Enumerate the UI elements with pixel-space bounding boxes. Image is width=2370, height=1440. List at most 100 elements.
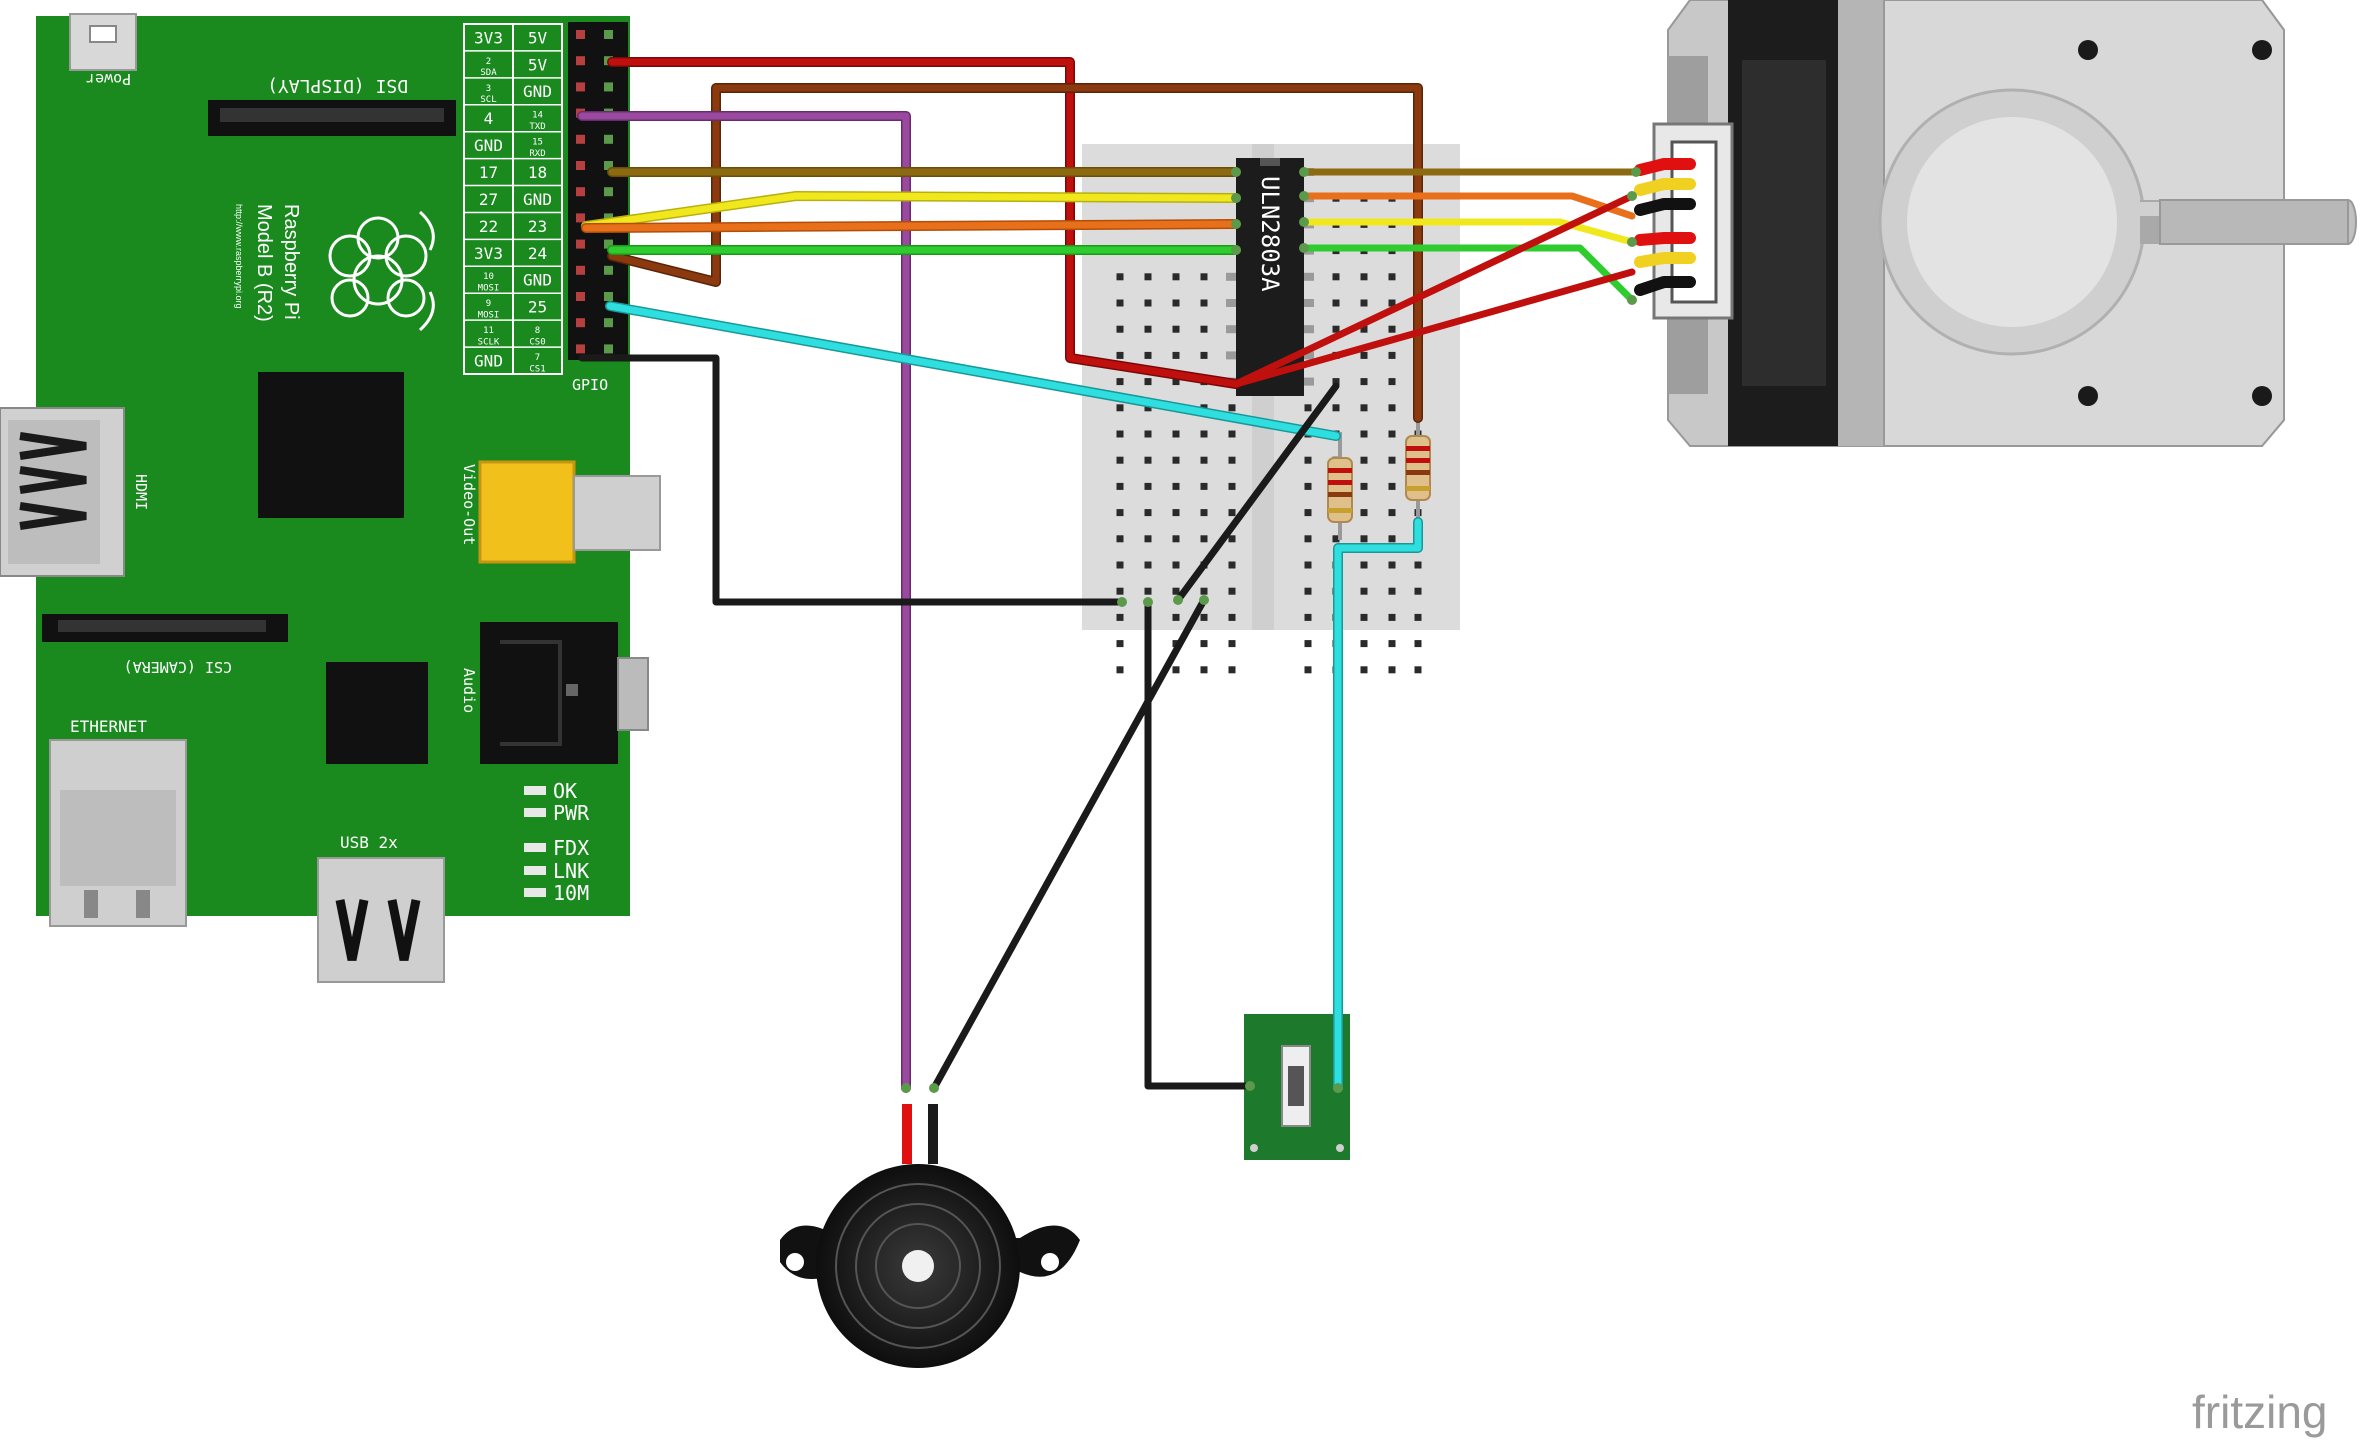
breadboard-hole xyxy=(1388,456,1396,464)
breadboard-hole xyxy=(1172,587,1180,595)
wire-orange-core xyxy=(582,220,1240,232)
breadboard-hole xyxy=(1228,404,1236,412)
breadboard-hole xyxy=(1144,456,1152,464)
breadboard-hole xyxy=(1144,351,1152,359)
breadboard-hole xyxy=(1228,640,1236,648)
breadboard-hole xyxy=(1228,509,1236,517)
breadboard-hole xyxy=(1332,299,1340,307)
gpio-label-right-0: 5V xyxy=(528,28,548,47)
gpio-pin xyxy=(604,187,613,197)
breadboard-hole xyxy=(1360,640,1368,648)
breadboard-hole xyxy=(1172,535,1180,543)
breadboard-hole xyxy=(1116,404,1124,412)
led-label-lnk: LNK xyxy=(553,859,589,883)
gpio-label-right-3: 14 xyxy=(532,111,543,121)
gpio-sublabel-left-1: SDA xyxy=(480,68,497,78)
breadboard-hole xyxy=(1360,666,1368,674)
gpio-label-left-8: 3V3 xyxy=(474,244,503,263)
breadboard-hole xyxy=(1228,535,1236,543)
gpio-label-right-7: 23 xyxy=(528,217,547,236)
breadboard-hole xyxy=(1172,325,1180,333)
breadboard-hole xyxy=(1172,456,1180,464)
gpio-label-right-2: GND xyxy=(523,82,552,101)
gpio-pin xyxy=(576,56,585,66)
breadboard-hole xyxy=(1200,640,1208,648)
breadboard-hole xyxy=(1200,456,1208,464)
breadboard-hole xyxy=(1360,535,1368,543)
gpio-pin xyxy=(604,265,613,275)
gpio-label-left-4: GND xyxy=(474,136,503,155)
wire-yellow-core xyxy=(582,192,1240,230)
gpio-sublabel-left-11: SCLK xyxy=(478,337,500,347)
chip-leg xyxy=(1302,272,1314,281)
soc-chip xyxy=(258,372,404,518)
usb-port xyxy=(317,857,445,983)
breadboard-hole xyxy=(1200,482,1208,490)
breadboard-hole xyxy=(1172,378,1180,386)
gpio-pin xyxy=(576,161,585,170)
video-out-label: Video-Out xyxy=(460,464,478,545)
gpio-pin xyxy=(576,187,585,197)
hdmi-label: HDMI xyxy=(132,474,150,510)
breadboard-hole xyxy=(1304,509,1312,517)
breadboard-hole xyxy=(1388,351,1396,359)
gpio-label-left-7: 22 xyxy=(479,217,498,236)
gpio-label-right-11: 8 xyxy=(535,326,540,336)
breadboard-hole xyxy=(1360,378,1368,386)
breadboard-hole xyxy=(1116,273,1124,281)
wire-black-gnd xyxy=(578,354,1126,606)
breadboard-hole xyxy=(1304,561,1312,569)
breadboard-hole xyxy=(1360,351,1368,359)
breadboard-hole xyxy=(1228,587,1236,595)
breadboard-hole xyxy=(1304,613,1312,621)
breadboard-hole xyxy=(1360,430,1368,438)
board-name-line2: Model B (R2) xyxy=(253,204,275,322)
breadboard-hole xyxy=(1144,482,1152,490)
wire-motor-green xyxy=(1300,244,1636,304)
breadboard-hole xyxy=(1388,482,1396,490)
gpio-sublabel-right-4: RXD xyxy=(529,149,545,159)
gpio-pin xyxy=(576,239,585,249)
push-button xyxy=(1244,1014,1350,1160)
breadboard-hole xyxy=(1172,482,1180,490)
gpio-label-left-11: 11 xyxy=(483,326,494,336)
gpio-pin xyxy=(576,318,585,328)
breadboard-hole xyxy=(1200,299,1208,307)
wire-purple-core xyxy=(578,112,910,1092)
raspberry-logo xyxy=(328,210,435,332)
breadboard-hole xyxy=(1332,273,1340,281)
breadboard-hole xyxy=(1388,325,1396,333)
gpio-label-left-0: 3V3 xyxy=(474,28,503,47)
breadboard-hole xyxy=(1144,587,1152,595)
breadboard-hole xyxy=(1388,509,1396,517)
breadboard-hole xyxy=(1388,561,1396,569)
gpio-pin xyxy=(576,30,585,39)
breadboard-hole xyxy=(1360,482,1368,490)
breadboard-hole xyxy=(1172,273,1180,281)
breadboard-hole xyxy=(1388,430,1396,438)
wire-red-5v-core xyxy=(608,58,1240,388)
chip-leg xyxy=(1226,272,1238,281)
gpio-label-right-9: GND xyxy=(523,271,552,290)
ethernet-label: ETHERNET xyxy=(70,717,147,736)
power-label: Power xyxy=(86,70,131,88)
gpio-pin xyxy=(604,134,613,144)
breadboard-hole xyxy=(1304,640,1312,648)
breadboard-hole xyxy=(1172,509,1180,517)
gpio-sublabel-right-12: CS1 xyxy=(529,364,545,374)
gpio-pin xyxy=(576,292,585,301)
gpio-sublabel-right-11: CS0 xyxy=(529,337,545,347)
chip-leg xyxy=(1302,299,1314,307)
breadboard-hole xyxy=(1388,273,1396,281)
breadboard-hole xyxy=(1360,509,1368,517)
breadboard-hole xyxy=(1304,482,1312,490)
gpio-label-left-6: 27 xyxy=(479,190,498,209)
wire-black-buzzer xyxy=(930,596,1208,1092)
breadboard-hole xyxy=(1388,404,1396,412)
uln2803a-chip: ULN2803A xyxy=(1226,158,1314,396)
gpio-label-right-10: 25 xyxy=(528,298,547,317)
gpio-label-left-1: 2 xyxy=(486,57,491,67)
gpio-label-left-10: 9 xyxy=(486,299,491,309)
